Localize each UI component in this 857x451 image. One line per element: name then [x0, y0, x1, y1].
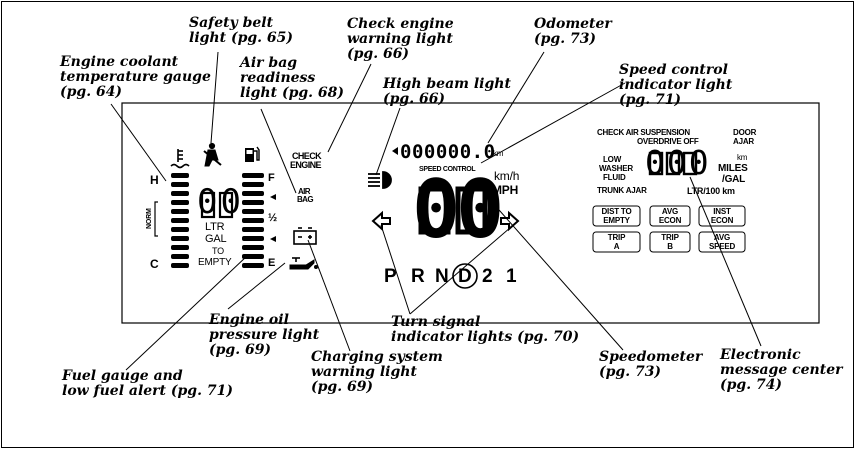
odometer-unit: km: [493, 149, 504, 158]
gear-p: P: [384, 266, 397, 287]
ltr-label: LTR: [205, 221, 225, 233]
speed-control-label: SPEED CONTROL: [419, 166, 476, 173]
odometer-digits: 000000.0: [400, 141, 496, 163]
gear-d: D: [458, 266, 472, 287]
engine-label: ENGINE: [290, 160, 322, 170]
callout-check-engine: Check engine warning light (pg. 66): [347, 16, 454, 62]
bag-label: BAG: [297, 195, 314, 204]
fuel-digit-frames: [200, 191, 234, 219]
overdrive-off-label: OVERDRIVE OFF: [637, 137, 699, 146]
air-label: AIR: [298, 187, 311, 196]
callout-message-center: Electronic message center (pg. 74): [720, 347, 843, 393]
gear-n: N: [435, 266, 449, 287]
fuel-empty-label: E: [268, 257, 276, 269]
ajar-label: AJAR: [733, 137, 754, 146]
callout-speedometer: Speedometer (pg. 73): [599, 349, 703, 380]
leader-lines: [110, 51, 762, 371]
fuel-gauge-bars: [242, 173, 264, 268]
speedometer-digit-frames: [418, 186, 488, 235]
gear-2: 2: [482, 266, 493, 287]
battery-icon: [293, 227, 317, 245]
message-center-button-frames: [592, 205, 746, 253]
miles-label: MILES: [718, 163, 748, 174]
gear-r: R: [411, 266, 425, 287]
odometer-indicator: [392, 147, 398, 155]
callout-airbag: Air bag readiness light (pg. 68): [240, 55, 345, 101]
empty-label: EMPTY: [198, 257, 232, 268]
gal-label: GAL: [205, 233, 227, 245]
fuel-half-label: ½: [268, 212, 277, 224]
washer-label: WASHER: [599, 164, 633, 173]
norm-label: NORM: [146, 208, 153, 229]
per-gal-label: /GAL: [722, 174, 746, 185]
temp-cold-label: C: [150, 257, 159, 271]
oil-can-icon: [289, 257, 318, 270]
callout-speed-control: Speed control indicator light (pg. 71): [619, 62, 733, 108]
door-label: DOOR: [733, 128, 757, 137]
temp-hot-label: H: [150, 173, 159, 187]
callout-safety-belt: Safety belt light (pg. 65): [189, 15, 294, 46]
ltr-100km-label: LTR/100 km: [687, 186, 735, 196]
message-center-digits: 000: [645, 143, 711, 182]
message-center-digit-frames: [648, 151, 698, 176]
check-label: CHECK: [292, 151, 322, 161]
callout-fuel-gauge: Fuel gauge and low fuel alert (pg. 71): [62, 368, 233, 399]
low-label: LOW: [603, 155, 622, 164]
callout-oil-pressure: Engine oil pressure light (pg. 69): [209, 312, 320, 358]
callout-charging-system: Charging system warning light (pg. 69): [311, 349, 443, 395]
fuel-digits: 00: [197, 182, 244, 222]
callout-high-beam: High beam light (pg. 66): [383, 76, 511, 107]
callout-turn-signal: Turn signal indicator lights (pg. 70): [391, 314, 580, 345]
to-label: TO: [212, 246, 224, 256]
trunk-ajar-label: TRUNK AJAR: [597, 186, 647, 195]
seat-belt-icon: [203, 142, 222, 167]
speed-unit-mph: MPH: [492, 183, 519, 197]
lcd-panel-outline: [121, 102, 820, 324]
fuel-full-label: F: [268, 172, 275, 184]
high-beam-icon: [368, 171, 392, 189]
norm-bracket: [154, 201, 158, 237]
coolant-gauge-bars: [171, 173, 189, 268]
gear-1: 1: [506, 266, 517, 287]
speed-unit-kmh: km/h: [494, 169, 520, 183]
callout-odometer: Odometer (pg. 73): [534, 16, 612, 47]
fluid-label: FLUID: [603, 173, 626, 182]
check-air-suspension-label: CHECK AIR SUSPENSION: [597, 128, 690, 137]
callout-coolant-gauge: Engine coolant temperature gauge (pg. 64…: [60, 54, 211, 100]
fuel-ticks: [270, 194, 276, 242]
gear-d-ring: [452, 263, 478, 289]
speedometer-digits: 00: [412, 163, 504, 256]
coolant-temperature-icon: [170, 149, 190, 169]
mc-km-label: km: [737, 153, 748, 162]
fuel-pump-icon: [245, 146, 260, 162]
